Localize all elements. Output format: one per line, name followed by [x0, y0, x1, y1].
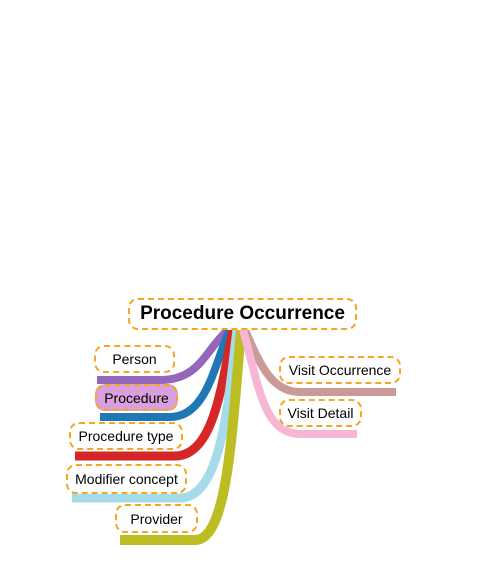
branch-link-procedure: [100, 328, 234, 421]
branch-link-person: [97, 326, 231, 384]
node-procedure[interactable]: Procedure: [95, 384, 178, 411]
node-visit-occurrence[interactable]: Visit Occurrence: [279, 356, 401, 384]
node-modifier-concept[interactable]: Modifier concept: [66, 464, 187, 494]
root-node[interactable]: Procedure Occurrence: [128, 298, 357, 330]
branch-link-provider: [120, 329, 246, 545]
branch-link-visit-detail: [239, 328, 357, 438]
branch-links: [72, 326, 396, 545]
branch-link-procedure-type: [75, 329, 238, 461]
node-person[interactable]: Person: [94, 345, 175, 373]
branch-link-modifier-concept: [72, 329, 242, 503]
node-visit-detail[interactable]: Visit Detail: [279, 399, 362, 427]
node-provider[interactable]: Provider: [115, 504, 198, 533]
node-procedure-type[interactable]: Procedure type: [69, 422, 183, 450]
